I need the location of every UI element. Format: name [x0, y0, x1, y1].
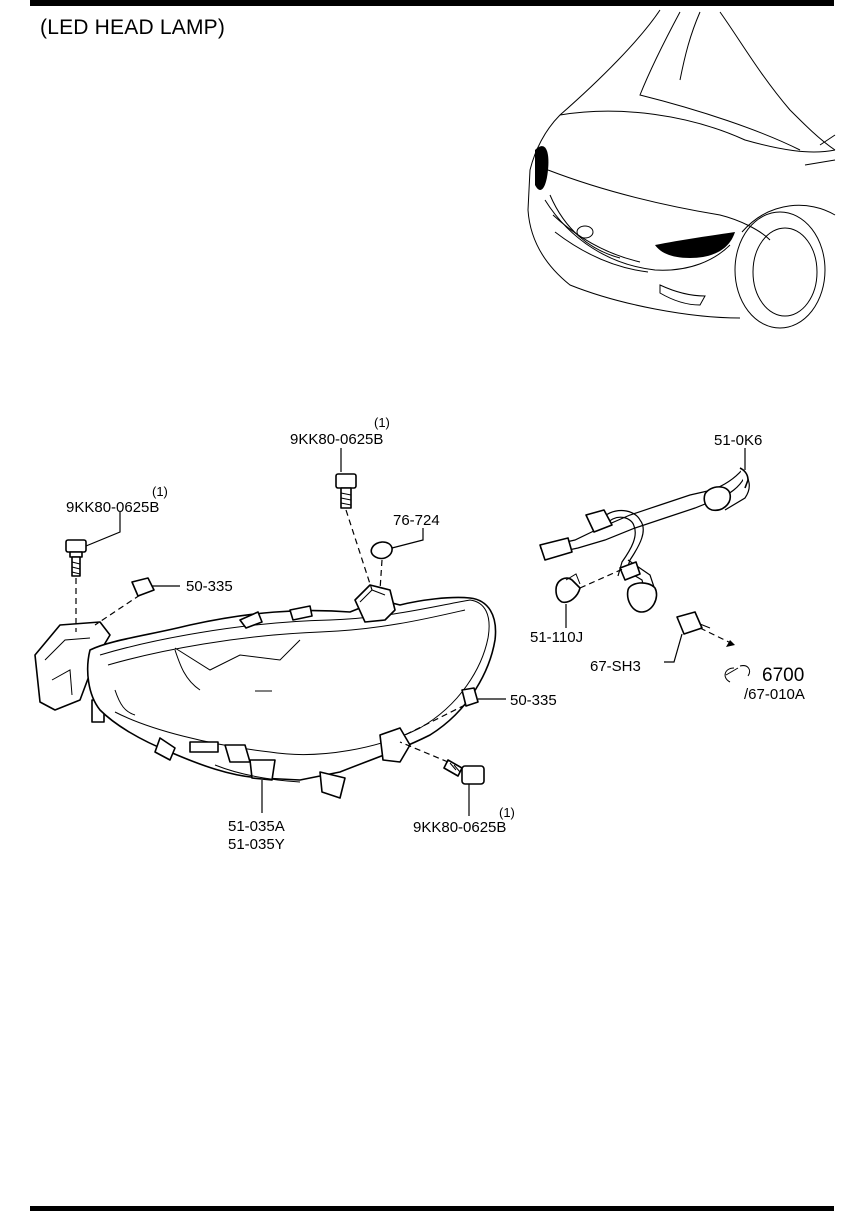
- bolt-top-icon: [335, 473, 357, 509]
- reference-code: 6700: [762, 665, 804, 686]
- nut-left-icon: [131, 577, 155, 597]
- nut-right-code: 50-335: [510, 692, 557, 709]
- headlamp-code-b: 51-035Y: [228, 836, 285, 853]
- bolt-bottom-qty: (1): [499, 805, 515, 820]
- clip-code: 76-724: [393, 512, 440, 529]
- headlamp-code-a: 51-035A: [228, 818, 285, 835]
- bolt-bottom-code: 9KK80-0625B: [413, 819, 506, 836]
- bolt-left-icon: [65, 539, 87, 577]
- bolt-left-qty: (1): [152, 484, 168, 499]
- bolt-top-qty: (1): [374, 415, 390, 430]
- harness-code: 51-0K6: [714, 432, 762, 449]
- reference-icon: [724, 665, 751, 683]
- diagram-title: (LED HEAD LAMP): [40, 16, 226, 39]
- connector-code: 67-SH3: [590, 658, 641, 675]
- clip-icon: [370, 541, 393, 560]
- reference-subcode: /67-010A: [744, 686, 805, 703]
- wiring-harness: [539, 467, 750, 613]
- bottom-rule: [30, 1206, 834, 1211]
- bolt-left-code: 9KK80-0625B: [66, 499, 159, 516]
- bolt-bottom-icon: [443, 759, 485, 785]
- bulb-code: 51-110J: [530, 629, 583, 646]
- leader-lines: [85, 448, 746, 816]
- headlamp-assembly: [34, 584, 497, 799]
- connector-icon: [676, 611, 711, 635]
- nut-right-icon: [461, 687, 479, 707]
- bulb-icon: [555, 573, 581, 604]
- top-rule: [30, 0, 834, 6]
- nut-left-code: 50-335: [186, 578, 233, 595]
- car-front-illustration: [527, 9, 836, 329]
- bolt-top-code: 9KK80-0625B: [290, 431, 383, 448]
- assembly-lines: [75, 509, 736, 763]
